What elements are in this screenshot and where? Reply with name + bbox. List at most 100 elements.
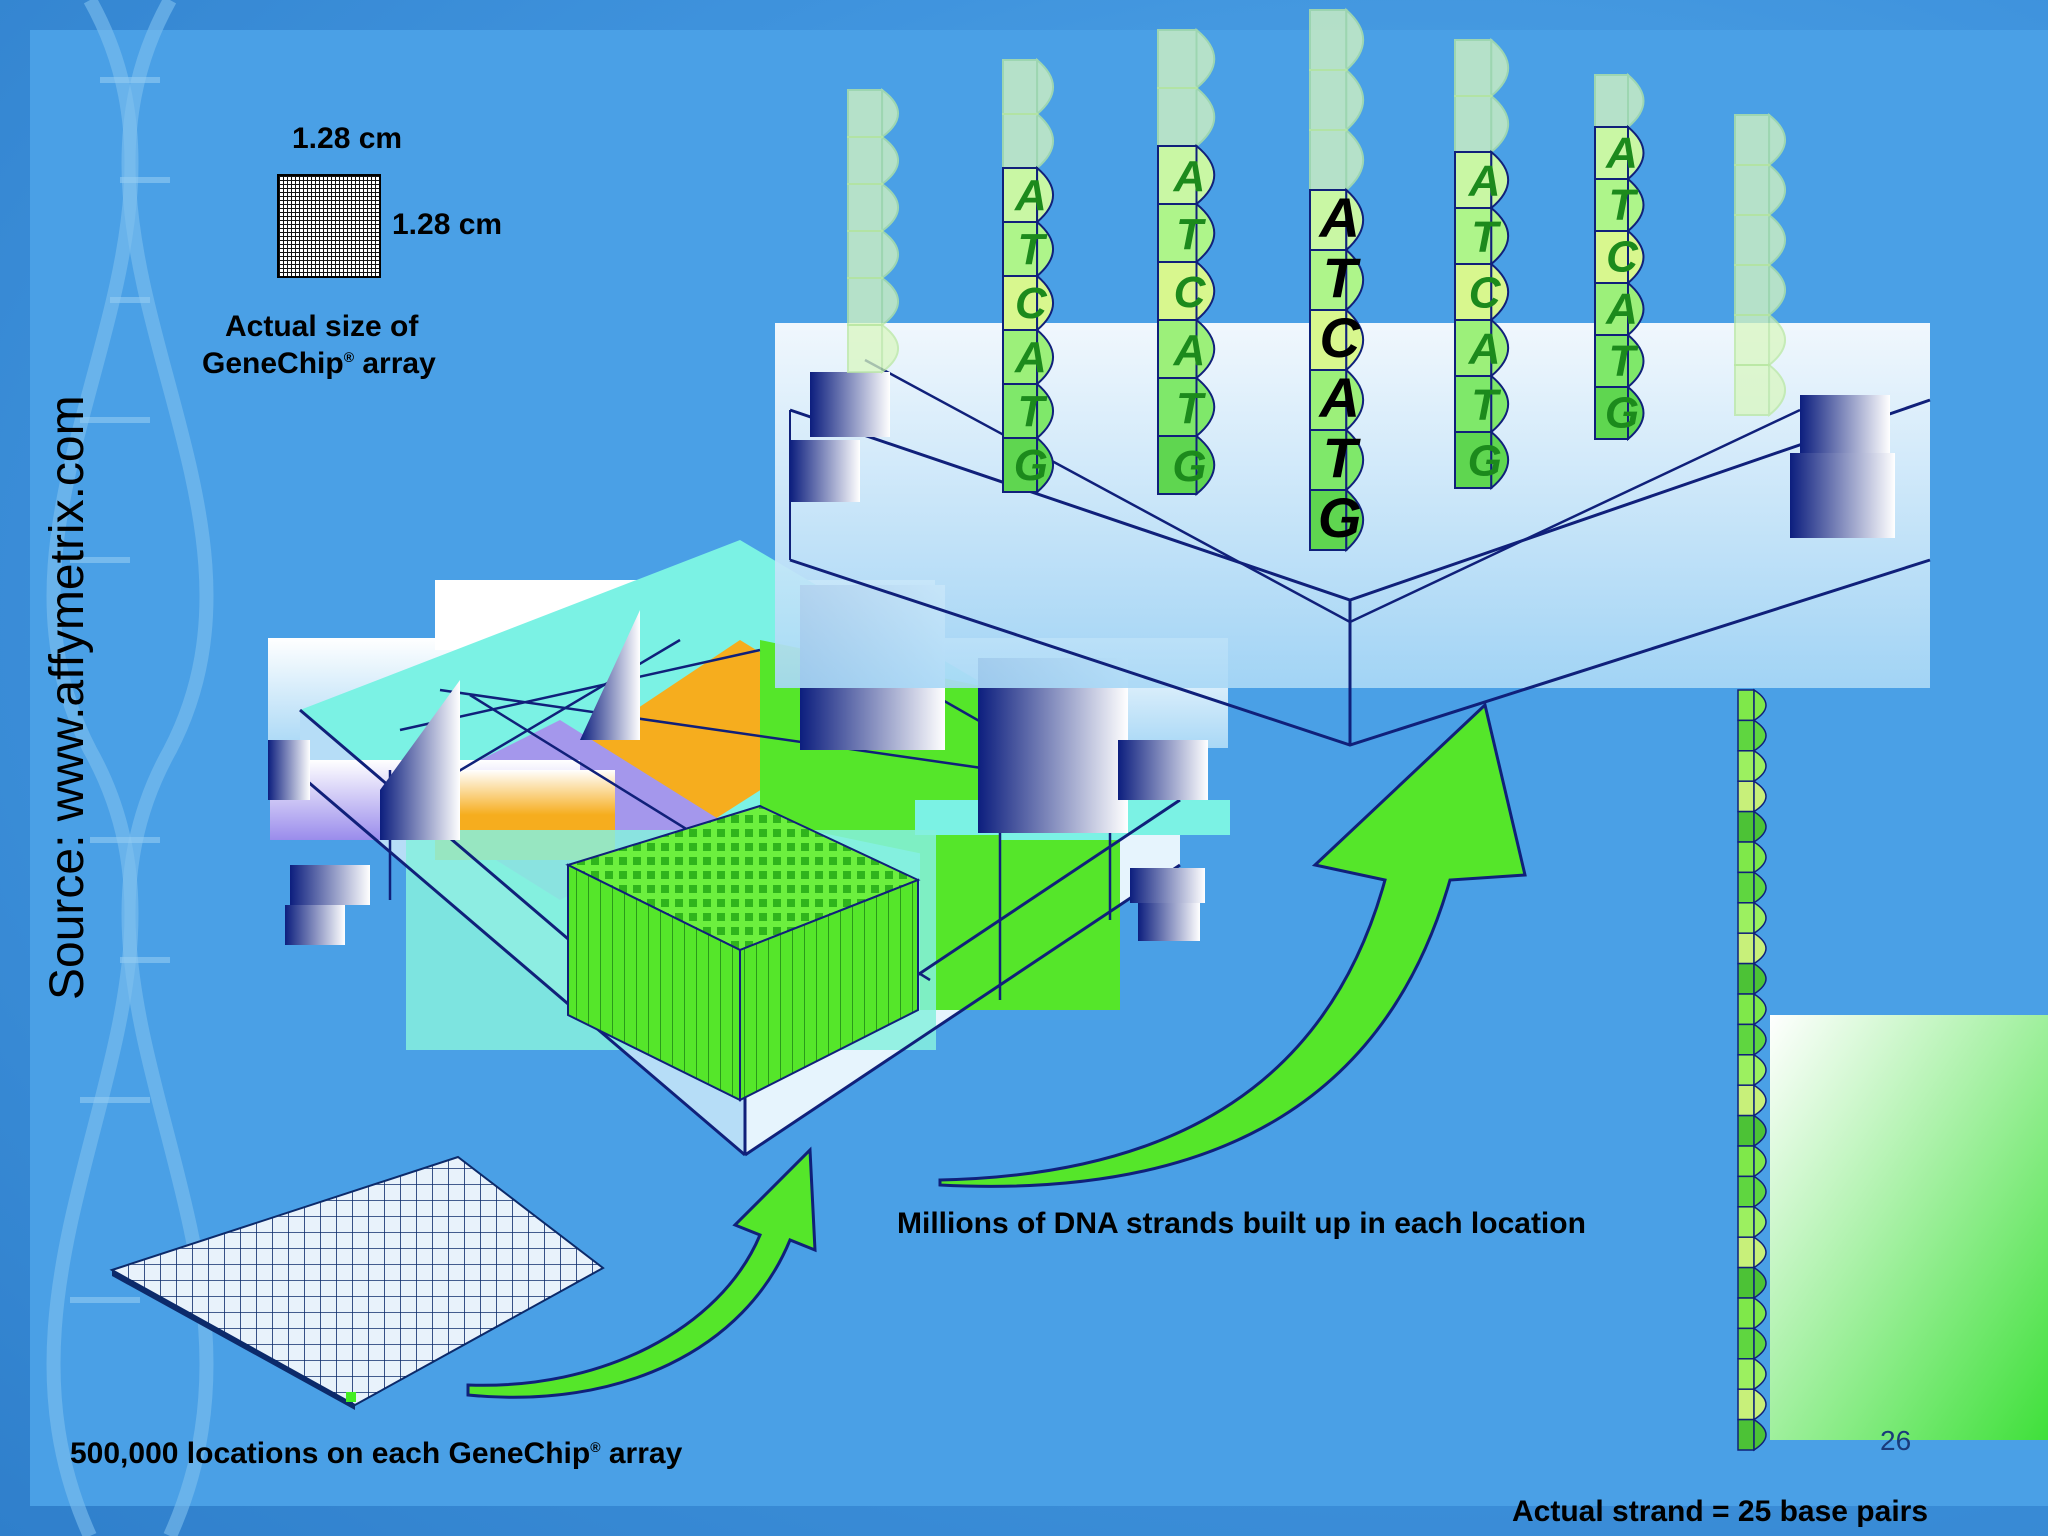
strand-base [1737,719,1767,753]
strand-base [1737,688,1767,722]
base-cell: T [1157,375,1216,439]
strand-base [1737,962,1767,996]
faded-cell [1309,67,1364,133]
actual-size-chip [277,174,381,278]
base-letter: C [1606,233,1639,282]
faded-cell [1002,111,1054,171]
base-letter: T [1017,225,1047,274]
strand-column [1734,112,1786,418]
faded-cell [1734,162,1786,218]
faded-cell [847,229,899,280]
base-cell: C [1157,259,1216,323]
strand-base [1737,749,1767,783]
strand-base [1737,1235,1767,1269]
base-letter: T [1017,387,1047,436]
strand-base [1737,1053,1767,1087]
base-letter: T [1323,426,1362,489]
chip-width-label: 1.28 cm [292,122,403,155]
strand-base [1737,1418,1767,1452]
base-letter: A [1317,186,1359,249]
base-letter: T [1609,181,1639,230]
strand-base [1737,1114,1767,1148]
faded-cell [847,323,899,374]
faded-cell [847,135,899,186]
base-cell: T [1454,373,1509,435]
strand-base [1737,1387,1767,1421]
faded-cell [1454,37,1509,99]
base-letter: A [1173,152,1206,201]
base-letter: C [1015,279,1048,328]
strand-base [1737,1357,1767,1391]
chip-height-label: 1.28 cm [392,208,503,241]
base-cell: T [1594,332,1645,390]
strand-base [1737,779,1767,813]
faded-cell [1309,127,1364,193]
base-letter: A [1605,285,1638,334]
base-cell: T [1157,201,1216,265]
base-cell: C [1454,261,1509,323]
base-letter: A [1014,171,1047,220]
faded-cell [1734,112,1786,168]
faded-cell [1734,362,1786,418]
base-cell: C [1594,228,1645,286]
base-letter: T [1323,246,1362,309]
base-letter: A [1317,366,1359,429]
long-strand-25bp [1737,688,1767,1452]
strand-base [1737,1083,1767,1117]
base-cell: A [1002,165,1054,225]
base-cell: A [1454,317,1509,379]
base-cell: G [1594,384,1645,442]
base-letter: A [1468,157,1501,206]
base-letter: G [1605,389,1639,438]
base-letter: A [1173,326,1206,375]
base-cell: T [1002,381,1054,441]
base-letter: G [1468,437,1502,486]
strand-base [1737,931,1767,965]
base-cell: A [1594,124,1645,182]
strand-base [1737,1205,1767,1239]
strand-base [1737,1327,1767,1361]
base-letter: A [1605,129,1638,178]
base-letter: T [1176,384,1206,433]
base-cell: A [1002,327,1054,387]
actual-strand-label: Actual strand = 25 base pairs [1512,1495,1929,1528]
base-letter: T [1471,213,1501,262]
base-letter: C [1469,269,1502,318]
base-cell: T [1594,176,1645,234]
strand-base [1737,810,1767,844]
base-cell: A [1157,317,1216,381]
millions-strands-label: Millions of DNA strands built up in each… [897,1207,1586,1240]
base-letter: T [1176,210,1206,259]
strand-base [1737,1023,1767,1057]
strand-base [1737,901,1767,935]
strand-base [1737,1175,1767,1209]
base-letter: G [1014,441,1048,490]
base-cell: T [1309,426,1364,493]
base-cell: G [1002,435,1054,495]
faded-cell [1309,7,1364,73]
faded-cell [847,88,899,139]
base-cell: G [1309,486,1364,553]
faded-cell [1454,93,1509,155]
base-cell: A [1309,186,1364,253]
strand-base [1737,1296,1767,1330]
array-grid [109,1155,605,1410]
slide-number: 26 [1880,1425,1912,1456]
fade-panel [1770,1015,2048,1440]
base-letter: C [1174,268,1207,317]
base-cell: A [1157,143,1216,207]
strand-column [847,88,899,374]
base-cell: C [1309,306,1364,373]
faded-cell [1734,312,1786,368]
base-cell: A [1454,149,1509,211]
chip-caption-line2: GeneChip® array [202,347,436,380]
faded-cell [1734,212,1786,268]
base-letter: A [1468,325,1501,374]
